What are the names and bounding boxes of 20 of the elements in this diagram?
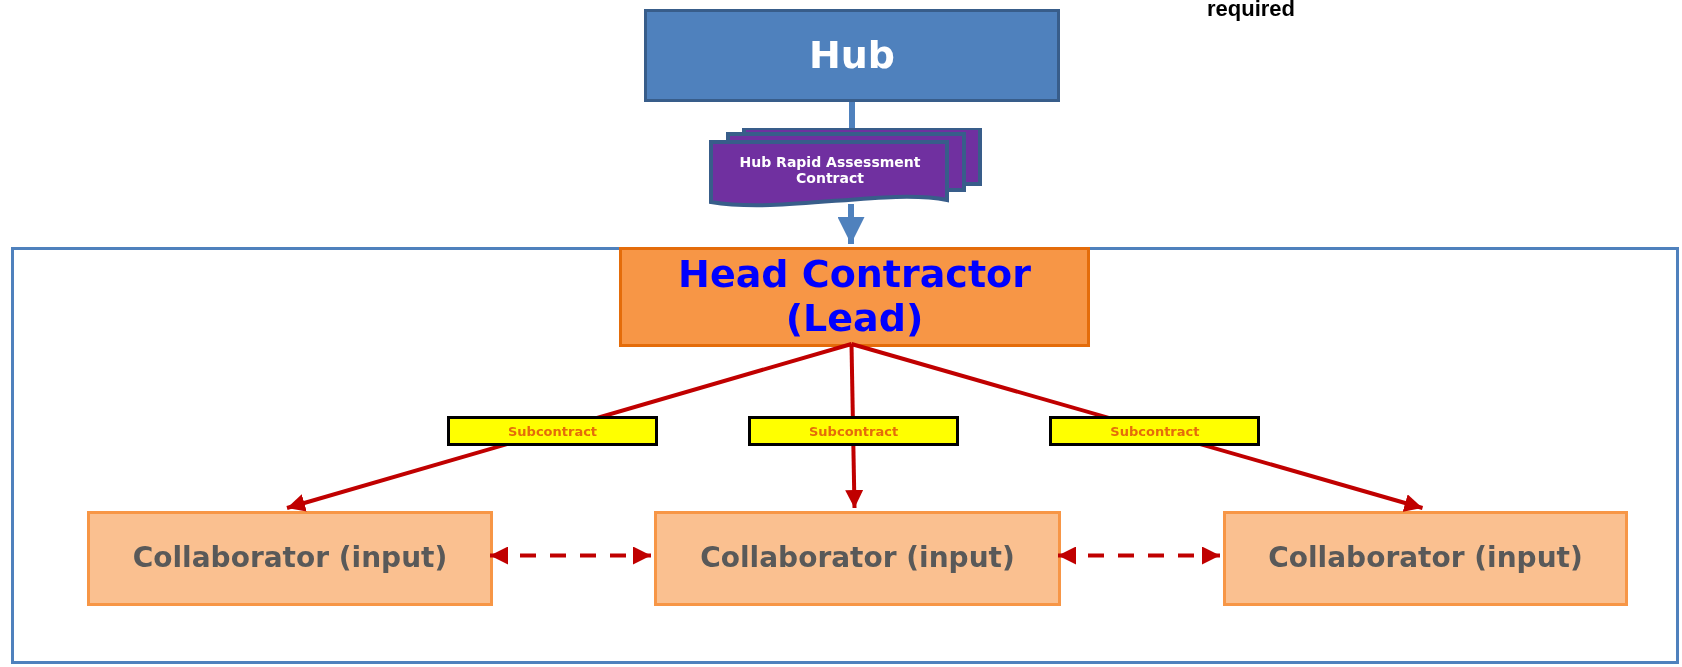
dashed-arrow	[490, 546, 651, 565]
hub-box	[644, 9, 1060, 102]
process-box	[619, 247, 1090, 347]
arrow	[837, 204, 865, 244]
edge-label: Subcontract	[748, 416, 960, 446]
node-label: Hub Rapid Assessment Contract	[738, 154, 922, 187]
group-frame	[11, 247, 1679, 664]
note-text: required	[1207, 0, 1296, 22]
node-label: Collaborator (input)	[1268, 542, 1583, 575]
process-box	[654, 511, 1061, 606]
node-label: Head Contractor (Lead)	[677, 253, 1032, 341]
dashed-arrow	[1058, 546, 1220, 565]
connector-line	[849, 102, 855, 128]
node-label: Hub	[808, 33, 896, 78]
edge-label: Subcontract	[447, 416, 659, 446]
edge-label: Subcontract	[1049, 416, 1261, 446]
node-label: Collaborator (input)	[132, 542, 448, 575]
process-box	[1223, 511, 1628, 606]
node-label: Collaborator (input)	[700, 542, 1015, 575]
process-box	[87, 511, 493, 606]
